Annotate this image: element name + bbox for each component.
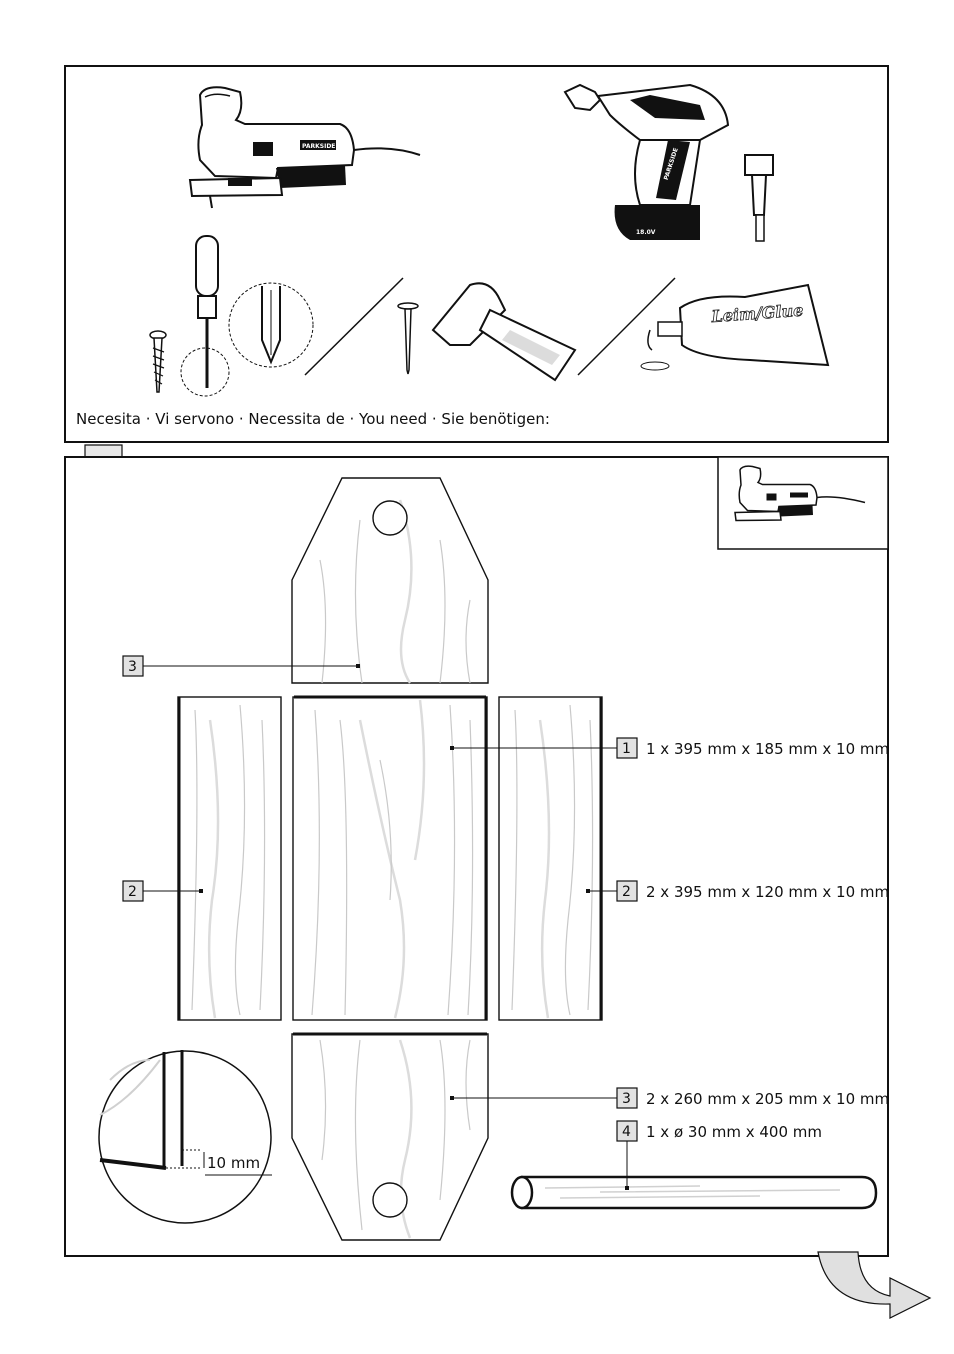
nail-icon bbox=[397, 302, 419, 375]
screwdriver-icon bbox=[180, 235, 314, 397]
spec-part-4: 4 1 x ø 30 mm x 400 mm bbox=[616, 1120, 822, 1190]
glue-tube-icon: Leim/Glue bbox=[640, 283, 830, 371]
part-spec: 1 x 395 mm x 185 mm x 10 mm bbox=[646, 740, 889, 758]
part-spec: 2 x 260 mm x 205 mm x 10 mm bbox=[646, 1090, 889, 1108]
board-part-1-center bbox=[292, 695, 488, 1021]
spec-part-3: 3 2 x 260 mm x 205 mm x 10 mm bbox=[450, 1087, 889, 1109]
spec-part-2: 2 2 x 395 mm x 120 mm x 10 mm bbox=[586, 880, 889, 902]
hammer-icon bbox=[431, 282, 577, 382]
part-number: 4 bbox=[622, 1124, 631, 1140]
board-part-2-left bbox=[177, 696, 282, 1021]
board-part-2-right bbox=[498, 696, 603, 1021]
screw-icon bbox=[149, 330, 167, 393]
cordless-drill-icon: PARKSIDE 18.0V bbox=[563, 83, 730, 240]
part-number: 2 bbox=[622, 884, 631, 900]
thickness-detail-magnifier: 10 mm bbox=[98, 1050, 272, 1224]
parts-panel: 10 mm 3 2 1 1 x 395 mm x 185 mm x 10 mm bbox=[64, 456, 889, 1257]
jigsaw-icon: PARKSIDE bbox=[188, 86, 421, 209]
spec-part-1: 1 1 x 395 mm x 185 mm x 10 mm bbox=[450, 737, 889, 759]
part-spec: 2 x 395 mm x 120 mm x 10 mm bbox=[646, 883, 889, 901]
callout-part-3-top: 3 bbox=[122, 655, 360, 677]
tools-panel: PARKSIDE PARKSIDE 18.0V bbox=[64, 65, 889, 443]
drill-voltage-label: 18.0V bbox=[636, 229, 656, 236]
jigsaw-brand-text: PARKSIDE bbox=[302, 143, 335, 150]
dowel-part-4 bbox=[510, 1175, 878, 1210]
part-number: 1 bbox=[622, 741, 631, 757]
board-part-3-top bbox=[291, 477, 489, 684]
thickness-label: 10 mm bbox=[207, 1154, 260, 1172]
tools-caption: Necesita · Vi servono · Necessita de · Y… bbox=[76, 410, 550, 428]
callout-part-2-left: 2 bbox=[122, 880, 203, 902]
board-part-3-bottom bbox=[291, 1032, 489, 1241]
part-number: 3 bbox=[622, 1091, 631, 1107]
forstner-bit-icon bbox=[744, 154, 774, 242]
next-page-arrow-icon bbox=[817, 1251, 932, 1319]
callout-number: 2 bbox=[128, 884, 137, 900]
part-spec: 1 x ø 30 mm x 400 mm bbox=[646, 1123, 822, 1141]
jigsaw-small-icon bbox=[734, 465, 866, 522]
callout-number: 3 bbox=[128, 659, 137, 675]
jigsaw-inset bbox=[717, 456, 889, 550]
